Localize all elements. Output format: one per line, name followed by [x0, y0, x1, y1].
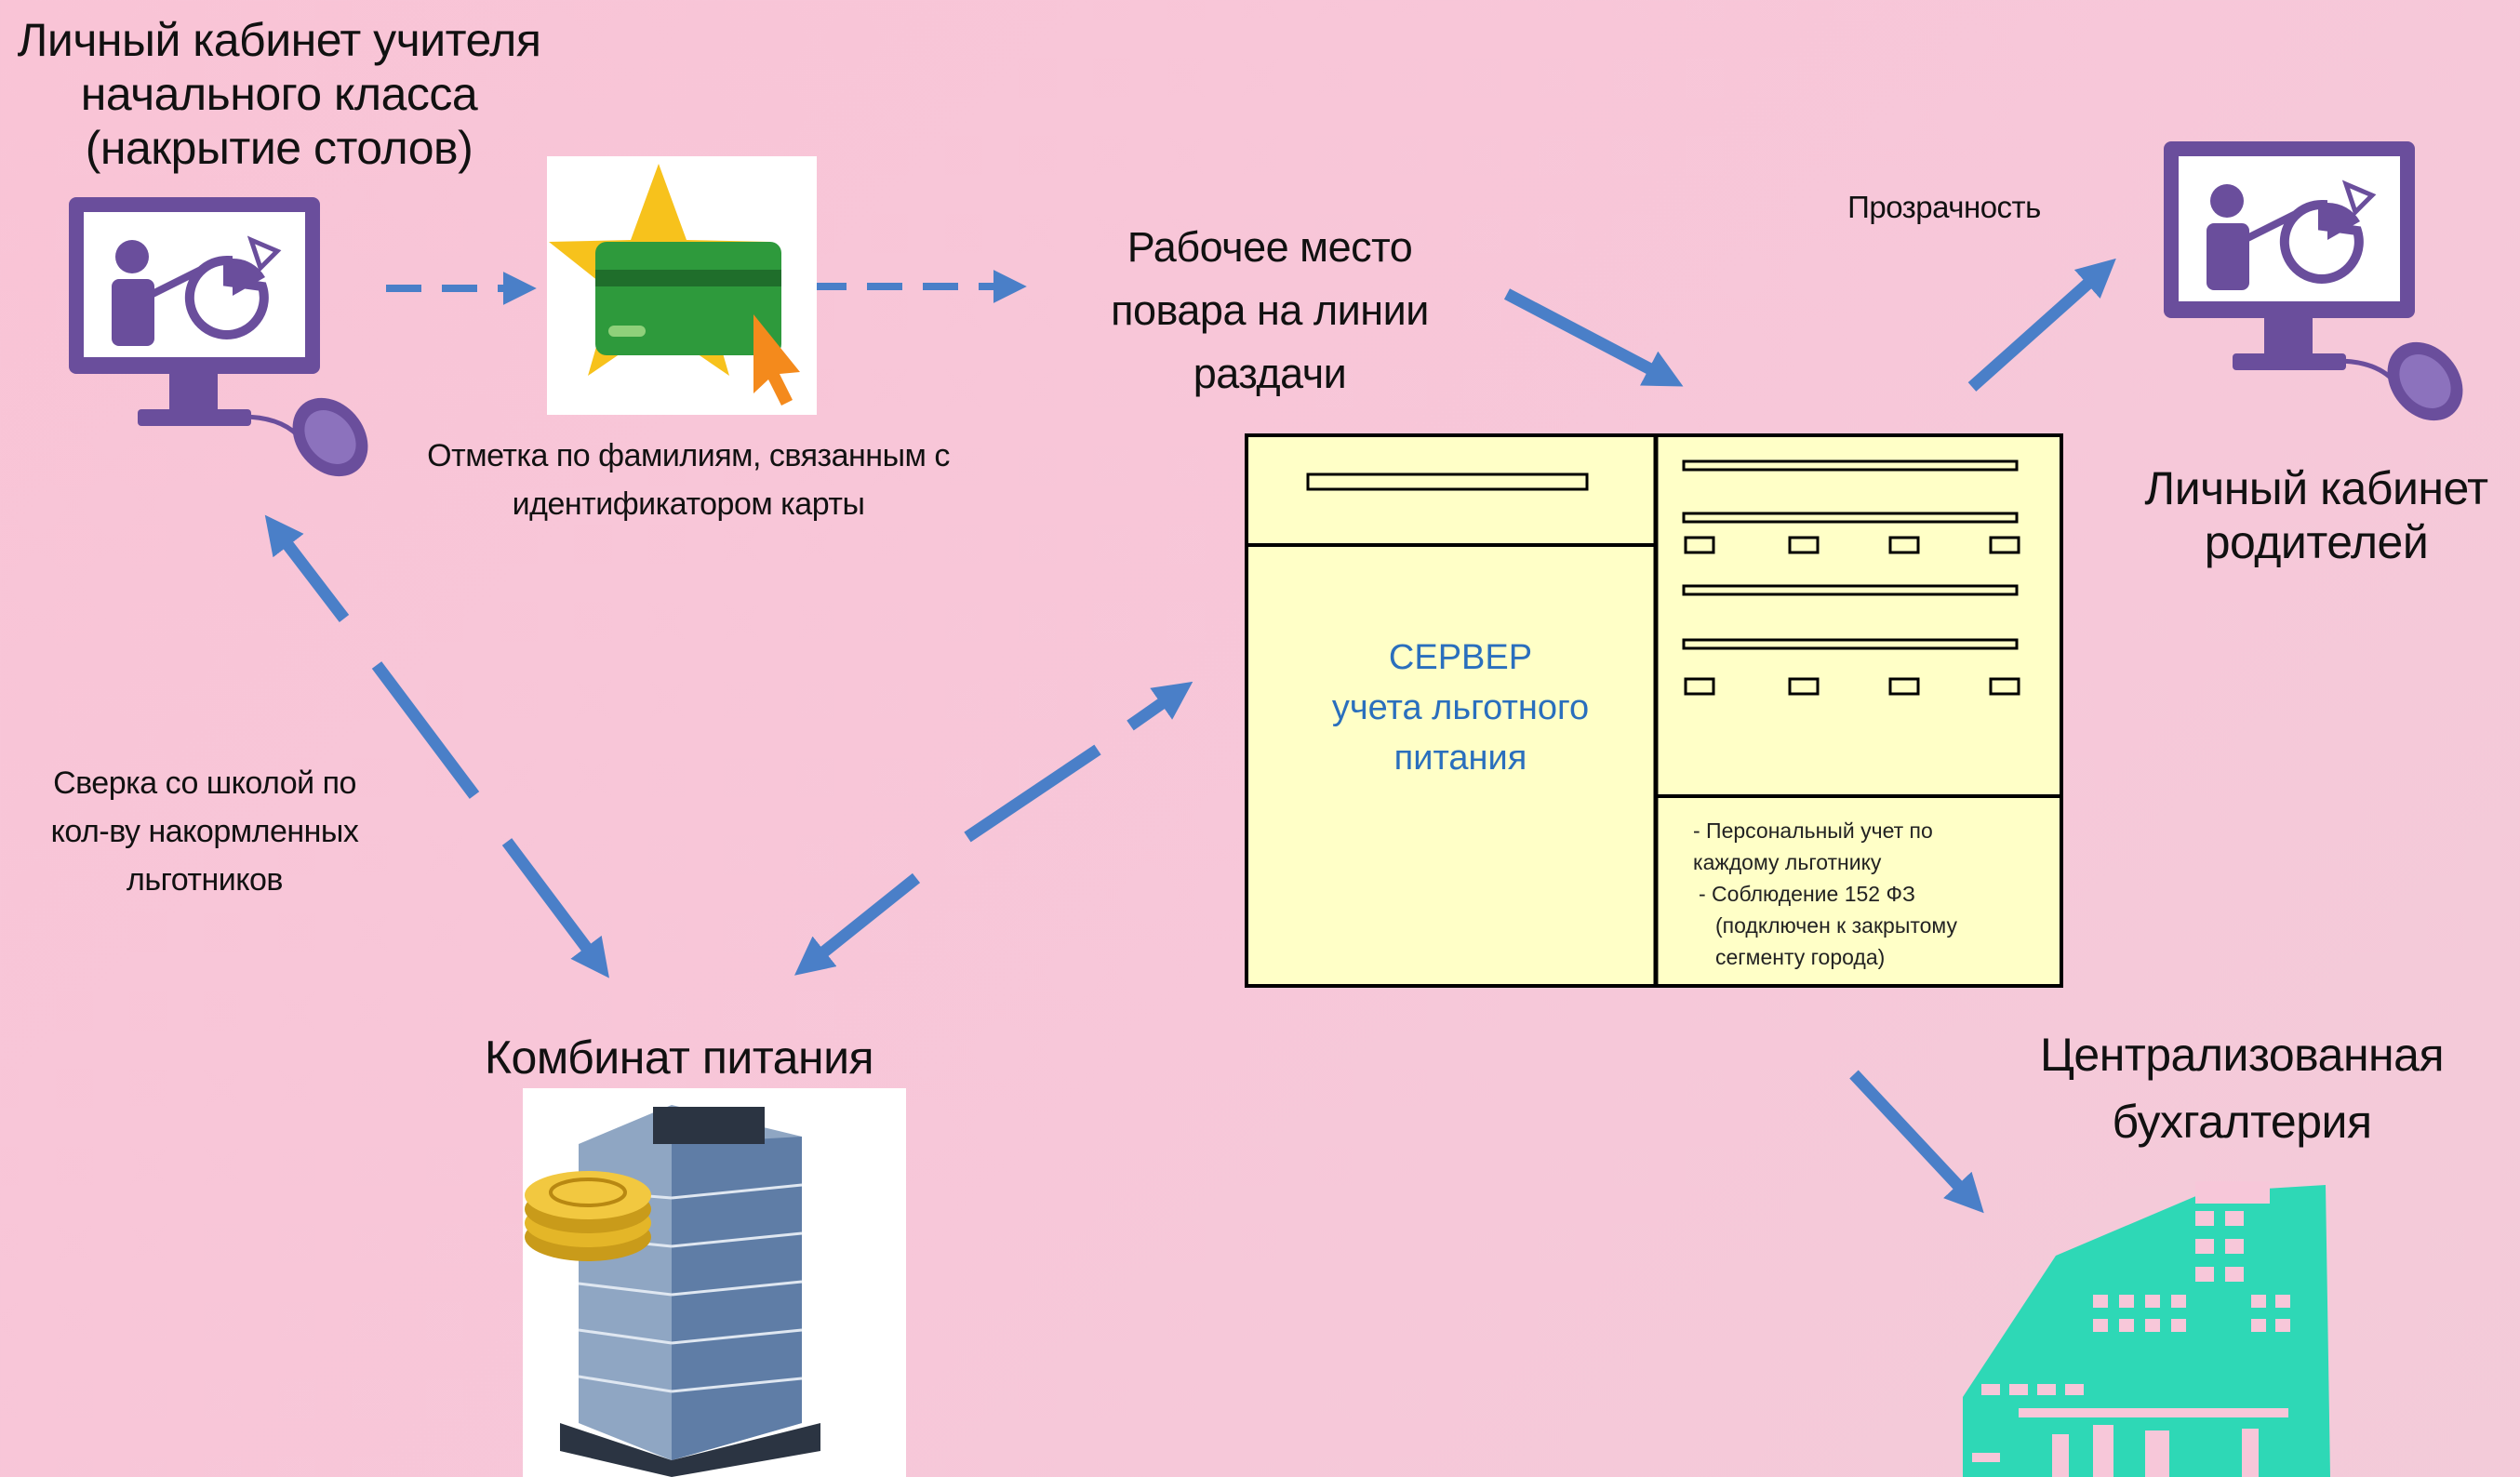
- teacher-monitor-icon: [69, 197, 368, 477]
- server-note-3: - Соблюдение 152 ФЗ: [1699, 882, 1915, 906]
- cook-workplace-line-3: раздачи: [1193, 350, 1347, 397]
- reconciliation-label: Сверка со школой по кол-ву накормленных …: [19, 759, 391, 904]
- server-notes: - Персональный учет по каждому льготнику…: [1693, 815, 2056, 973]
- server-note-1: - Персональный учет по: [1693, 818, 1933, 843]
- server-note-5: сегменту города): [1715, 945, 1886, 969]
- teacher-cabinet-line-2: начального класса: [80, 68, 478, 120]
- cook-workplace-line-1: Рабочее место: [1127, 223, 1413, 271]
- server-note-2: каждому льготнику: [1693, 850, 1882, 874]
- reconciliation-line-1: Сверка со школой по: [53, 765, 356, 801]
- arrow-teacher-plant-bidirectional: [264, 514, 609, 978]
- parents-cabinet-line-1: Личный кабинет: [2144, 462, 2488, 514]
- teacher-cabinet-label: Личный кабинет учителя начального класса…: [0, 13, 558, 175]
- arrow-server-to-parents: [1967, 258, 2116, 392]
- transparency-label: Прозрачность: [1847, 190, 2041, 224]
- server-note-4: (подключен к закрытому: [1715, 913, 1957, 938]
- card-star-icon: [547, 156, 817, 415]
- cook-workplace-line-2: повара на линии: [1111, 286, 1429, 334]
- card-caption-line-2: идентификатором карты: [512, 486, 865, 522]
- city-buildings-icon: [1963, 1181, 2330, 1477]
- server-title-line-3: питания: [1393, 738, 1527, 778]
- parents-cabinet-label: Личный кабинет родителей: [2112, 461, 2520, 569]
- arrow-server-to-accounting: [1849, 1070, 1984, 1214]
- server-schematic: [1245, 433, 2063, 988]
- server-title-line-1: СЕРВЕР: [1388, 638, 1533, 677]
- arrow-cook-to-server: [1503, 288, 1684, 387]
- office-building-coins-icon: [523, 1088, 906, 1477]
- reconciliation-line-2: кол-ву накормленных: [50, 814, 359, 849]
- accounting-line-1: Централизованная: [2039, 1029, 2445, 1081]
- server-title: СЕРВЕР учета льготного питания: [1247, 632, 1674, 783]
- accounting-label: Централизованная бухгалтерия: [1981, 1021, 2502, 1155]
- card-caption-line-1: Отметка по фамилиям, связанным с: [427, 438, 950, 473]
- cook-workplace-label: Рабочее место повара на линии раздачи: [1070, 216, 1470, 406]
- card-caption: Отметка по фамилиям, связанным с идентиф…: [391, 432, 986, 528]
- food-plant-label: Комбинат питания: [484, 1031, 874, 1084]
- accounting-line-2: бухгалтерия: [2112, 1096, 2372, 1148]
- teacher-cabinet-line-3: (накрытие столов): [85, 122, 473, 174]
- parents-monitor-icon: [2164, 141, 2463, 421]
- reconciliation-line-3: льготников: [127, 862, 283, 898]
- teacher-cabinet-line-1: Личный кабинет учителя: [17, 14, 541, 66]
- arrow-plant-server-bidirectional: [794, 681, 1193, 976]
- server-title-line-2: учета льготного: [1331, 688, 1590, 727]
- parents-cabinet-line-2: родителей: [2204, 516, 2429, 568]
